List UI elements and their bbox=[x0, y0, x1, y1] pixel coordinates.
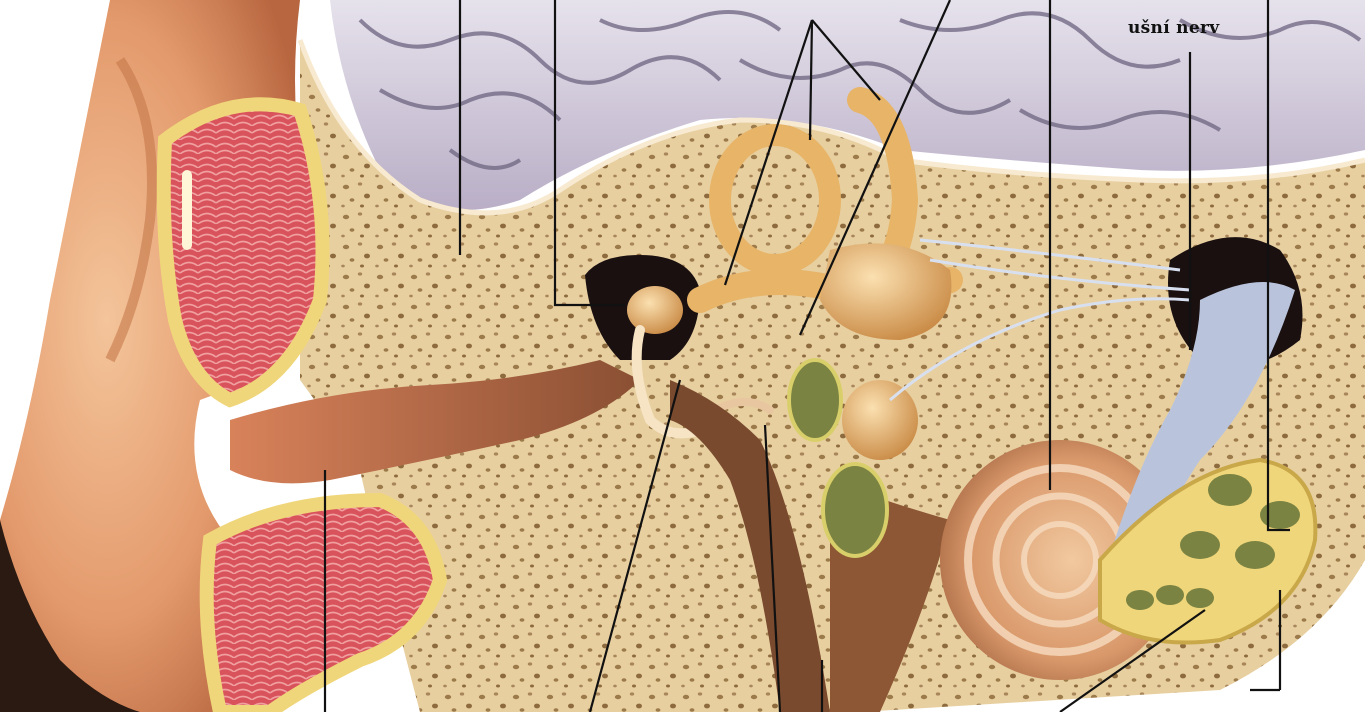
malleus bbox=[627, 286, 683, 334]
cartilage-highlight bbox=[182, 170, 192, 250]
auditory-nerve-label: ušní nerv bbox=[1128, 18, 1219, 38]
upper-ear-cartilage bbox=[164, 104, 323, 400]
